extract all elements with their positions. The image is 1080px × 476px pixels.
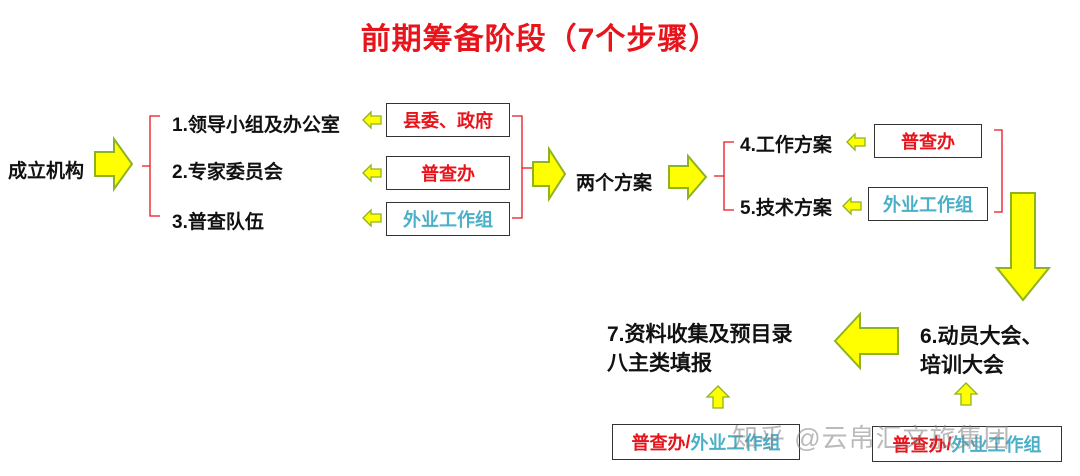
step5-label: 5.技术方案 [740, 198, 832, 219]
arrow-left-icon [362, 208, 382, 228]
owner-separator: / [685, 431, 691, 452]
arrow-left-icon [362, 163, 382, 183]
owner-a: 普查办 [631, 433, 686, 453]
step7-label-line1: 7.资料收集及预目录 [607, 323, 793, 346]
step2-label: 2.专家委员会 [172, 162, 283, 183]
arrow-right-icon [668, 153, 708, 201]
owner-box-step5: 外业工作组 [868, 187, 988, 221]
step7-label-line2: 八主类填报 [607, 352, 712, 375]
arrow-right-icon [94, 135, 134, 193]
owner-box-step1: 县委、政府 [386, 103, 510, 137]
owner-b: 外业工作组 [690, 433, 781, 453]
group2-right-bracket [994, 129, 1003, 213]
group1-right-bracket [512, 115, 532, 219]
arrow-up-icon [705, 385, 731, 409]
arrow-right-icon [532, 145, 567, 203]
group1-left-bracket [142, 115, 160, 217]
diagram-title: 前期筹备阶段（7个步骤） [360, 23, 720, 56]
owner-box-step4: 普查办 [874, 124, 982, 158]
arrow-left-icon [842, 196, 862, 216]
arrow-left-icon [362, 110, 382, 130]
step6-label-line1: 6.动员大会、 [920, 325, 1043, 348]
arrow-down-icon [994, 192, 1052, 302]
arrow-left-icon [833, 311, 899, 371]
step4-label: 4.工作方案 [740, 135, 832, 156]
arrow-left-icon [846, 132, 866, 152]
step1-label: 1.领导小组及办公室 [172, 115, 340, 136]
group2-left-bracket [714, 141, 734, 211]
owner-b: 外业工作组 [951, 435, 1042, 455]
step6-label-line2: 培训大会 [920, 354, 1004, 377]
owner-box-step7: 普查办/外业工作组 [612, 424, 800, 460]
owner-box-step2: 普查办 [386, 156, 510, 190]
owner-a: 普查办 [892, 435, 947, 455]
root-label: 成立机构 [8, 161, 85, 182]
watermark: 知乎 @云帛汇文旅集团 [732, 423, 1011, 453]
step3-label: 3.普查队伍 [172, 212, 264, 233]
owner-separator: / [946, 433, 952, 454]
owner-box-step3: 外业工作组 [386, 202, 510, 236]
owner-box-step6: 普查办/外业工作组 [872, 426, 1062, 462]
two-plans-label: 两个方案 [576, 173, 653, 194]
arrow-up-icon [953, 382, 979, 406]
